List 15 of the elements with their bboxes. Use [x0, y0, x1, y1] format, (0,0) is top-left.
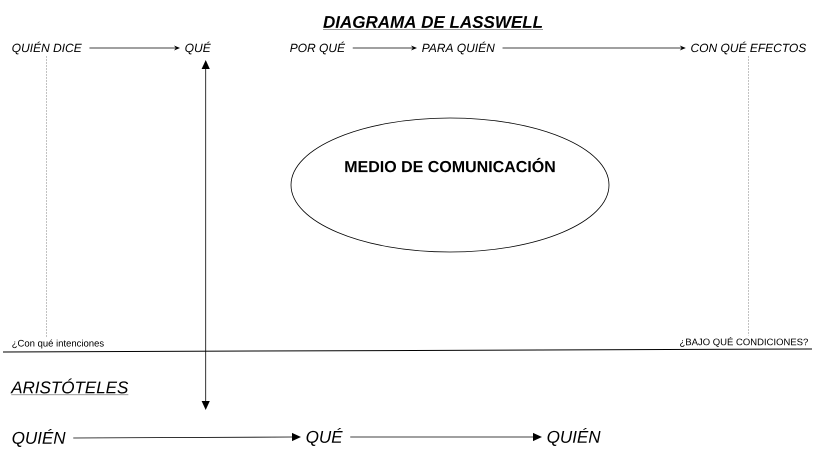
dotted-line	[46, 56, 47, 338]
heading: ARISTÓTELES	[10, 378, 129, 396]
text-label: ¿BAJO QUÉ CONDICIONES?	[680, 336, 808, 347]
text-label: QUIÉN DICE	[12, 42, 82, 54]
title: DIAGRAMA DE LASSWELL	[322, 16, 544, 30]
text-label: QUÉ	[185, 42, 211, 54]
text-label: QUÉ	[306, 428, 343, 446]
ellipse-node: MEDIO DE COMUNICACIÓN	[290, 118, 610, 252]
text-label: CON QUÉ EFECTOS	[691, 42, 806, 54]
text-label: ¿Con qué intenciones	[12, 340, 104, 348]
text-label: POR QUÉ	[290, 42, 346, 54]
text-label: PARA QUIÉN	[422, 42, 495, 54]
dotted-line	[748, 56, 749, 336]
text-label: QUIÉN	[12, 429, 66, 447]
text-label: QUIÉN	[548, 428, 601, 446]
